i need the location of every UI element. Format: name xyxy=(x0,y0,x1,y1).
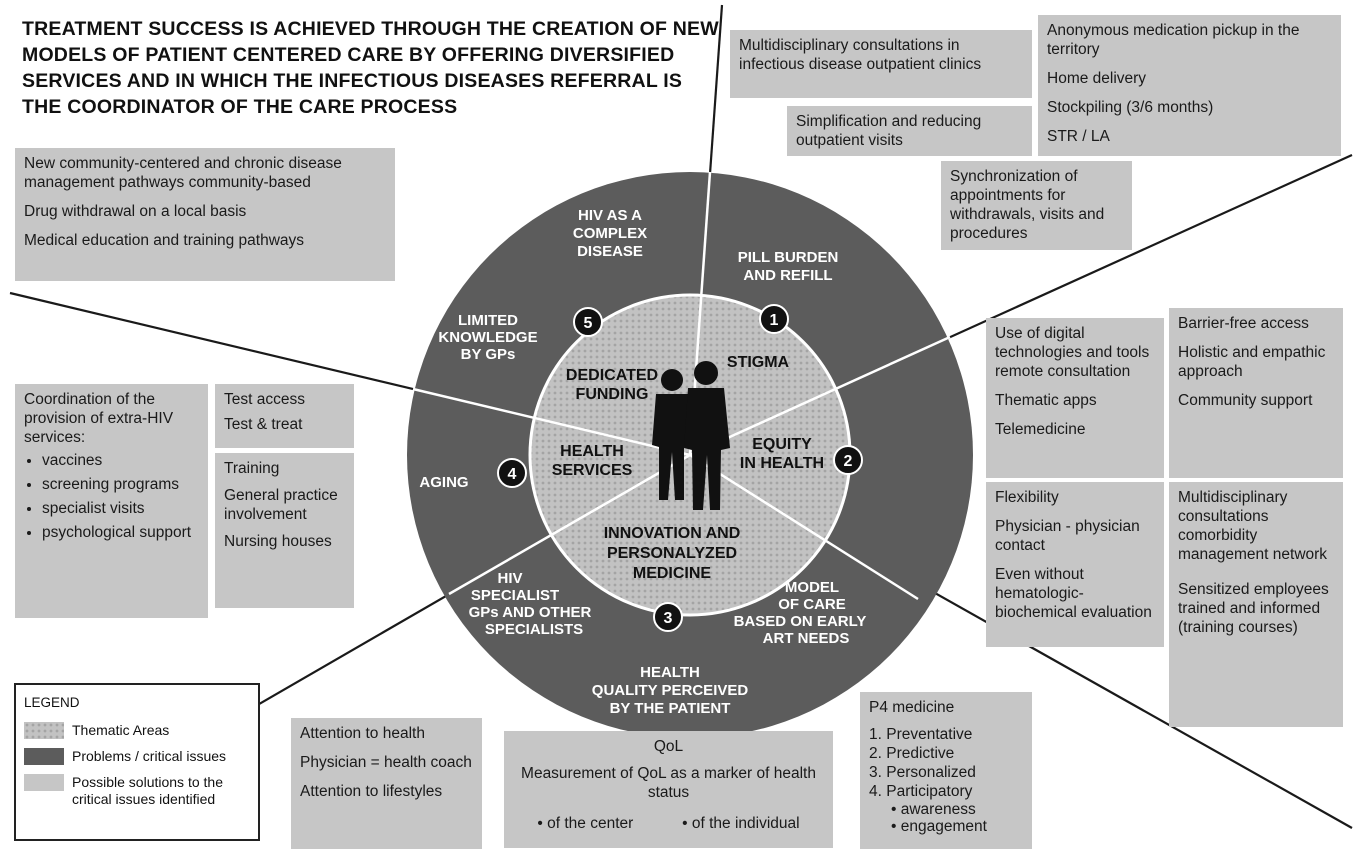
box-text: 1. Preventative xyxy=(869,726,973,743)
legend: LEGEND Thematic Areas Problems / critica… xyxy=(14,683,260,841)
svg-text:1: 1 xyxy=(770,312,779,329)
box-text: P4 medicine xyxy=(869,699,955,716)
box-text: Attention to lifestyles xyxy=(300,783,443,800)
marker-1: 1 xyxy=(759,304,789,334)
list-item: specialist visits xyxy=(42,499,199,518)
box-multidisciplinary-consultations: Multidisciplinary consultations in infec… xyxy=(730,30,1032,98)
box-text: Community support xyxy=(1178,392,1313,409)
inner-label-stigma: STIGMA xyxy=(727,354,790,371)
legend-label: Possible solutions to the critical issue… xyxy=(72,774,223,807)
list-item: psychological support xyxy=(42,523,199,542)
box-text: • of the individual xyxy=(682,815,800,832)
box-text: QoL xyxy=(653,738,684,755)
box-p4-medicine: P4 medicine 1. Preventative 2. Predictiv… xyxy=(860,692,1032,849)
box-text: Even without hematologic-biochemical eva… xyxy=(995,566,1152,621)
legend-label: Thematic Areas xyxy=(72,722,170,738)
list-item: screening programs xyxy=(42,475,199,494)
box-text: Training xyxy=(224,460,280,477)
box-text: Physician - physician contact xyxy=(995,518,1140,554)
box-text: Nursing houses xyxy=(224,533,332,550)
box-training: Training General practice involvement Nu… xyxy=(215,453,354,608)
svg-text:4: 4 xyxy=(508,466,517,483)
box-text: Multidisciplinary consultations in infec… xyxy=(739,37,982,73)
legend-label: Problems / critical issues xyxy=(72,748,227,764)
box-text: Test access xyxy=(224,391,305,408)
box-test-access: Test access Test & treat xyxy=(215,384,354,448)
box-text: Sensitized employees trained and informe… xyxy=(1178,581,1329,636)
box-simplification: Simplification and reducing outpatient v… xyxy=(787,106,1032,156)
legend-title: LEGEND xyxy=(24,695,80,710)
coordination-list: vaccines screening programs specialist v… xyxy=(24,451,199,542)
box-text: Synchronization of appointments for with… xyxy=(950,168,1105,242)
box-text: Multidisciplinary consultations comorbid… xyxy=(1178,489,1328,563)
legend-swatch xyxy=(24,774,64,791)
box-text: Holistic and empathic approach xyxy=(1178,344,1326,380)
box-text: Measurement of QoL as a marker of health… xyxy=(521,765,816,801)
legend-swatch xyxy=(24,722,64,739)
box-text: • awareness xyxy=(891,801,976,818)
legend-item-problems: Problems / critical issues xyxy=(24,748,250,765)
box-text: New community-centered and chronic disea… xyxy=(24,155,342,191)
box-attention-to-health: Attention to health Physician = health c… xyxy=(291,718,482,849)
marker-5: 5 xyxy=(573,307,603,337)
box-comorbidity-network: Multidisciplinary consultations comorbid… xyxy=(1169,482,1343,727)
svg-text:2: 2 xyxy=(844,453,853,470)
box-community-pathways: New community-centered and chronic disea… xyxy=(15,148,395,281)
box-text: • engagement xyxy=(891,818,987,835)
svg-text:3: 3 xyxy=(664,610,673,627)
legend-swatch xyxy=(24,748,64,765)
box-text: Test & treat xyxy=(224,416,303,433)
box-text: 4. Participatory xyxy=(869,783,973,800)
box-text: Use of digital technologies and tools re… xyxy=(995,325,1150,380)
box-text: 2. Predictive xyxy=(869,745,955,762)
marker-2: 2 xyxy=(833,445,863,475)
box-synchronization: Synchronization of appointments for with… xyxy=(941,161,1132,250)
marker-3: 3 xyxy=(653,602,683,632)
legend-item-solutions: Possible solutions to the critical issue… xyxy=(24,774,250,808)
box-text: Coordination of the provision of extra-H… xyxy=(24,391,174,446)
box-text: STR / LA xyxy=(1047,128,1110,145)
box-flexibility: Flexibility Physician - physician contac… xyxy=(986,482,1164,647)
box-medication-pickup: Anonymous medication pickup in the terri… xyxy=(1038,15,1341,156)
svg-text:5: 5 xyxy=(584,315,593,332)
box-qol: QoL Measurement of QoL as a marker of he… xyxy=(504,731,833,848)
outer-label-aging: AGING xyxy=(419,474,468,491)
box-text: • of the center xyxy=(537,815,634,832)
box-text: Barrier-free access xyxy=(1178,315,1309,332)
box-text: Attention to health xyxy=(300,725,425,742)
legend-item-thematic: Thematic Areas xyxy=(24,722,250,739)
box-text: Anonymous medication pickup in the terri… xyxy=(1047,22,1300,58)
box-text: Stockpiling (3/6 months) xyxy=(1047,99,1214,116)
box-coordination: Coordination of the provision of extra-H… xyxy=(15,384,208,618)
box-text: Drug withdrawal on a local basis xyxy=(24,203,247,220)
box-barrier-free: Barrier-free access Holistic and empathi… xyxy=(1169,308,1343,478)
box-text: 3. Personalized xyxy=(869,764,976,781)
box-digital-technologies: Use of digital technologies and tools re… xyxy=(986,318,1164,478)
box-text: Flexibility xyxy=(995,489,1059,506)
box-text: General practice involvement xyxy=(224,487,338,523)
list-item: vaccines xyxy=(42,451,199,470)
box-text: Simplification and reducing outpatient v… xyxy=(796,113,982,149)
marker-4: 4 xyxy=(497,458,527,488)
box-text: Medical education and training pathways xyxy=(24,232,305,249)
box-text: Home delivery xyxy=(1047,70,1147,87)
people-silhouette-icon xyxy=(652,361,730,510)
box-text: Thematic apps xyxy=(995,392,1097,409)
box-text: Physician = health coach xyxy=(300,754,472,771)
box-text: Telemedicine xyxy=(995,421,1086,438)
page-title: TREATMENT SUCCESS IS ACHIEVED THROUGH TH… xyxy=(22,18,719,118)
